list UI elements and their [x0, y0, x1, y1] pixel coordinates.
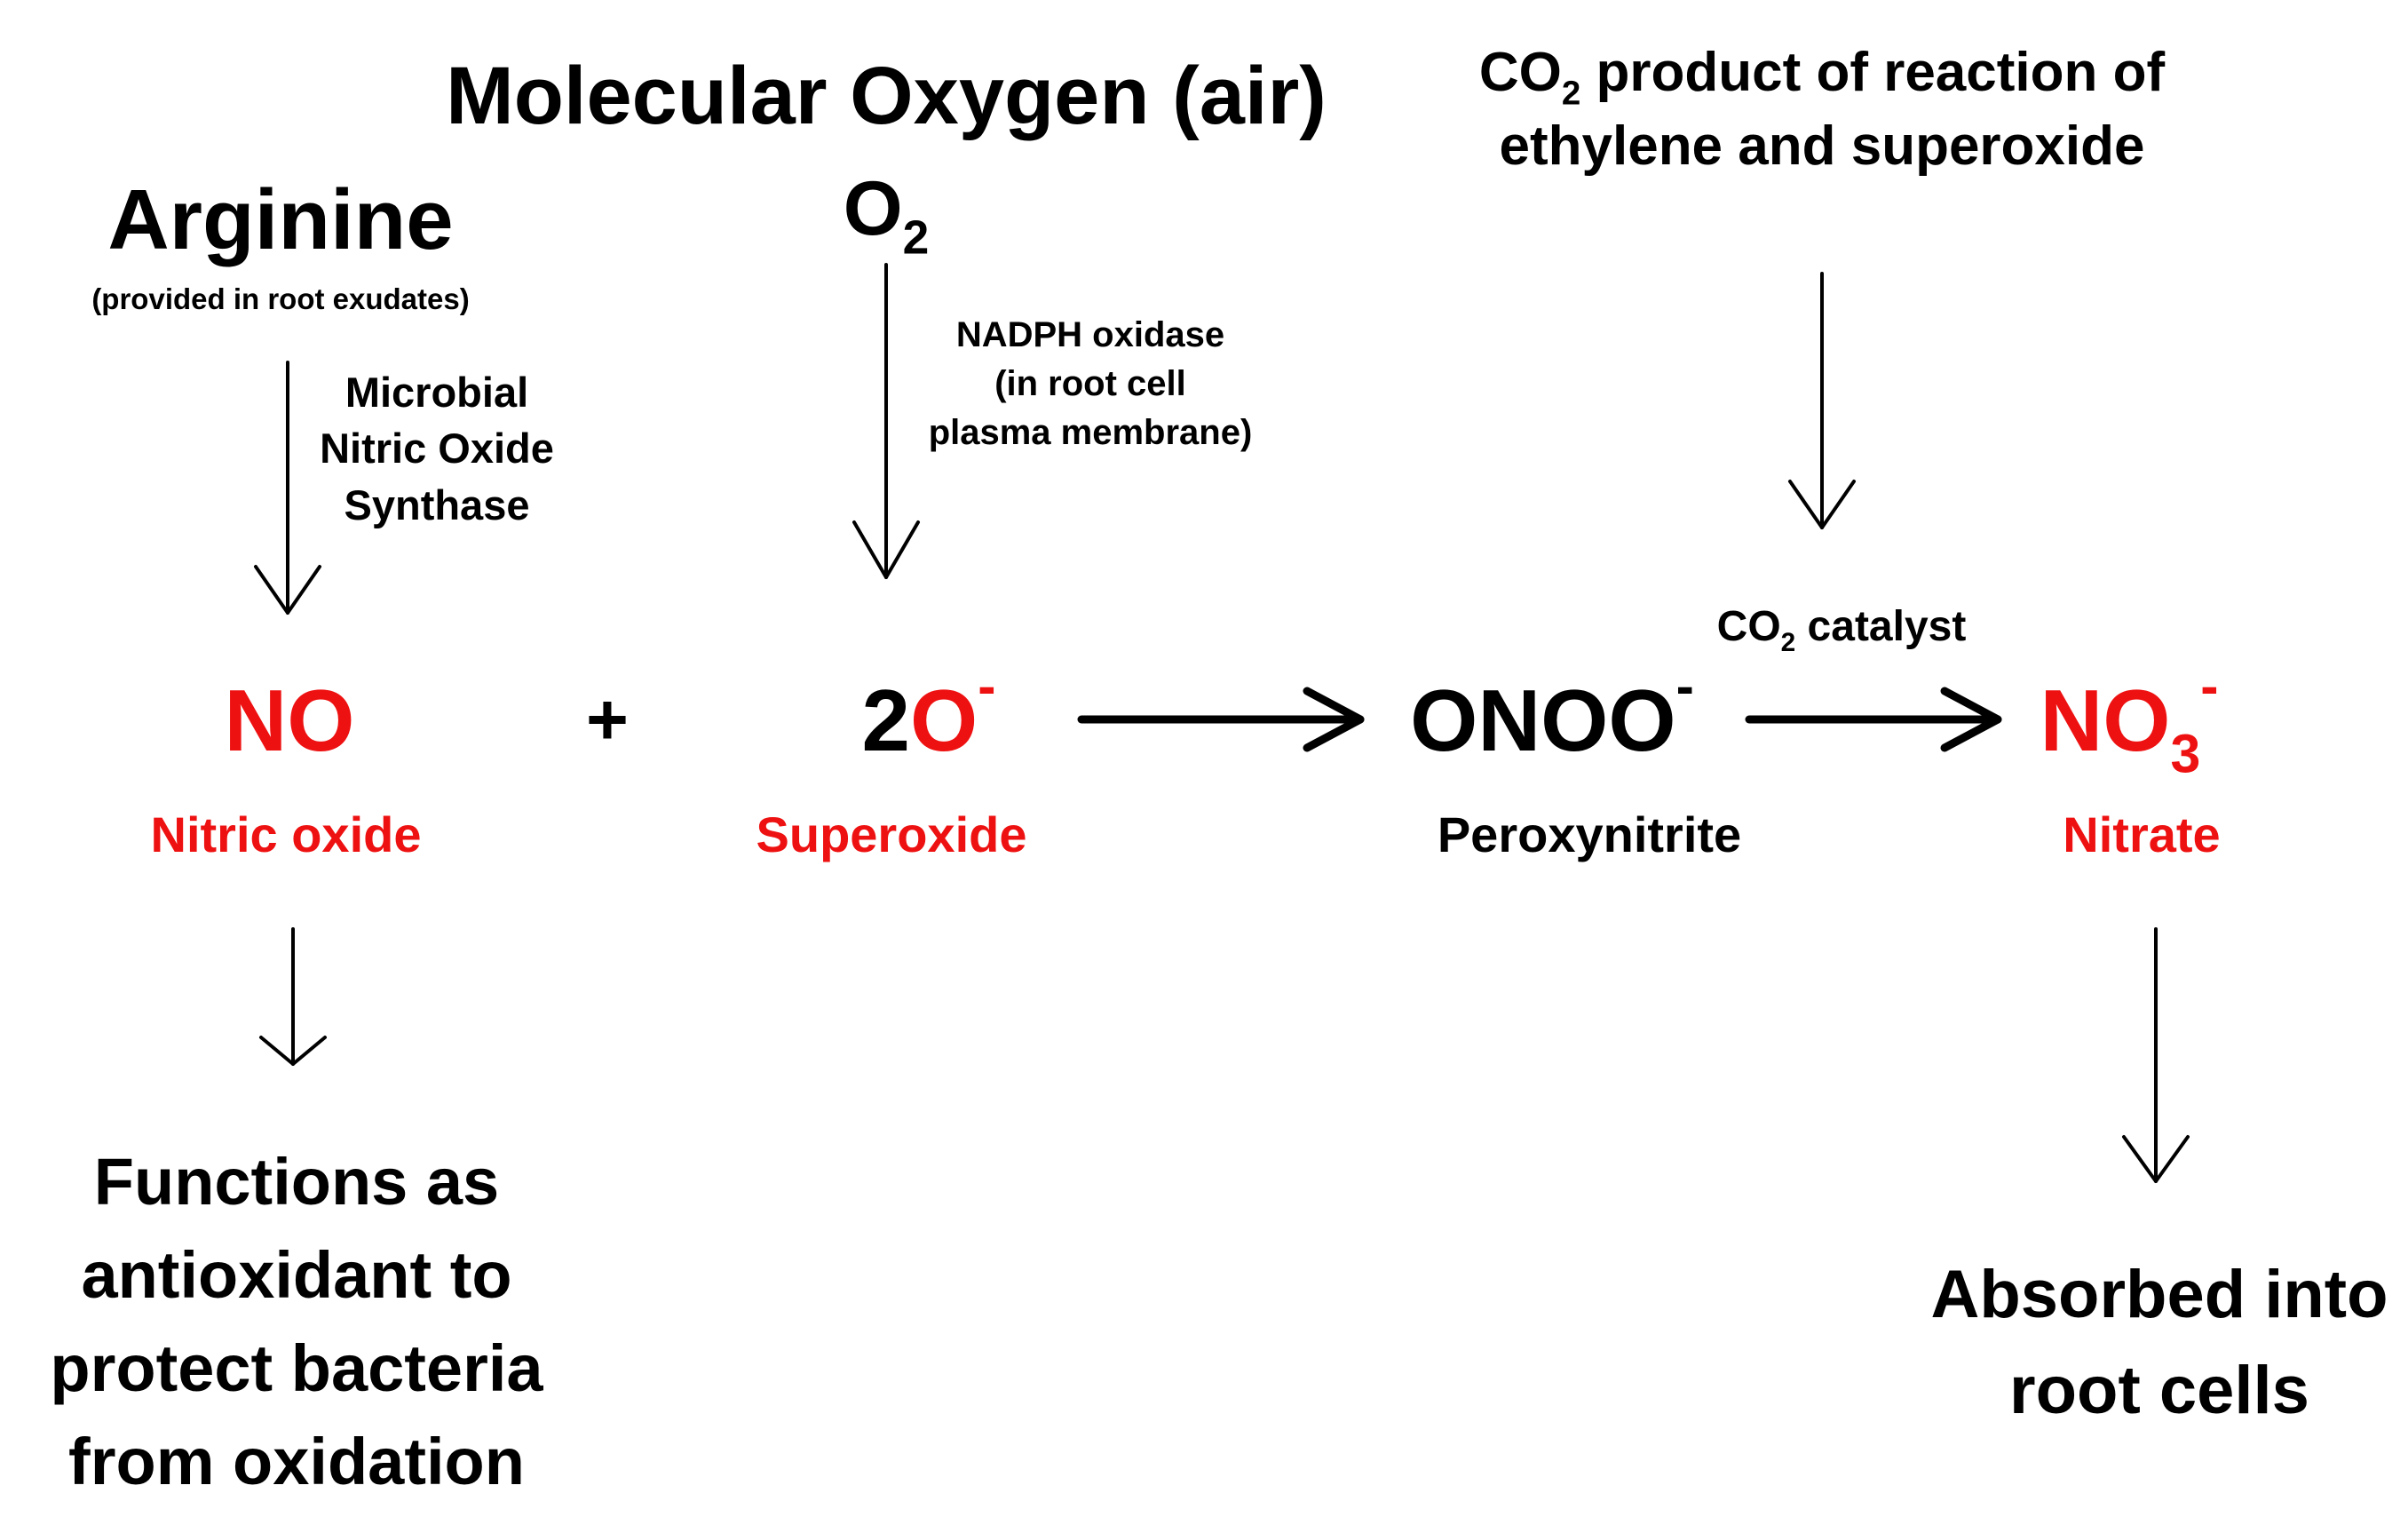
arrow-no-to-outcome — [259, 927, 327, 1066]
outcome-line: protect bacteria — [50, 1331, 543, 1406]
co2-catalyst-prefix: CO — [1716, 603, 1781, 650]
nitrate-outcome: Absorbed into root cells — [1884, 1247, 2408, 1439]
co2-source-prefix: CO — [1478, 42, 1562, 103]
outcome-line: root cells — [2009, 1352, 2309, 1428]
oxygen-subscript: 2 — [902, 211, 930, 265]
arginine-note: (provided in root exudates) — [91, 282, 470, 315]
peroxynitrite-name: Peroxynitrite — [1437, 806, 1742, 862]
superoxide-formula: 2O- — [862, 659, 996, 764]
nadph-oxidase-label: NADPH oxidase (in root cell plasma membr… — [868, 311, 1312, 458]
nadph-oxidase-line: (in root cell — [994, 364, 1186, 404]
co2-source-subscript: 2 — [1561, 74, 1581, 113]
outcome-line: from oxidation — [68, 1425, 525, 1499]
co2-source-line2: ethylene and superoxide — [1499, 115, 2145, 178]
diagram-title: Molecular Oxygen (air) — [446, 51, 1327, 141]
co2-source-line1: product of reaction of — [1580, 42, 2166, 103]
nadph-oxidase-line: NADPH oxidase — [955, 315, 1225, 354]
outcome-line: antioxidant to — [81, 1238, 512, 1313]
nitrate-name: Nitrate — [2063, 806, 2221, 862]
nitrate-subscript: 3 — [2170, 723, 2201, 784]
co2-catalyst-label: CO2 catalyst — [1716, 603, 1967, 656]
superoxide-name: Superoxide — [756, 806, 1027, 862]
peroxynitrite-formula: ONOO- — [1410, 659, 1694, 764]
peroxynitrite-charge: - — [1675, 655, 1694, 717]
superoxide-charge: - — [978, 655, 996, 717]
arrow-co2-to-catalyst — [1788, 272, 1856, 529]
nitrate-charge: - — [2200, 655, 2219, 717]
co2-catalyst-subscript: 2 — [1780, 627, 1796, 657]
outcome-line: Absorbed into — [1930, 1257, 2388, 1332]
nitric-oxide-outcome: Functions as antioxidant to protect bact… — [0, 1135, 634, 1508]
superoxide-coefficient: 2 — [861, 671, 911, 769]
arginine-label: Arginine — [107, 172, 454, 267]
superoxide-symbol: O — [910, 671, 978, 769]
arrow-superoxide-to-peroxynitrite — [1077, 687, 1365, 752]
microbial-nos-line: Nitric Oxide — [320, 425, 554, 473]
nitrate-formula: NO3- — [2040, 659, 2218, 781]
microbial-nos-label: Microbial Nitric Oxide Synthase — [277, 364, 597, 533]
nitric-oxide-formula: NO — [224, 671, 355, 769]
co2-catalyst-rest: catalyst — [1795, 603, 1967, 650]
nadph-oxidase-line: plasma membrane) — [928, 413, 1253, 453]
arrow-nitrate-to-outcome — [2122, 927, 2190, 1183]
microbial-nos-line: Synthase — [344, 481, 530, 528]
co2-source-label: CO2 product of reaction of ethylene and … — [1422, 36, 2222, 183]
nitric-oxide-name: Nitric oxide — [150, 806, 422, 862]
microbial-nos-line: Microbial — [345, 369, 529, 416]
oxygen-formula: O2 — [844, 171, 930, 261]
oxygen-symbol: O — [843, 166, 903, 251]
outcome-line: Functions as — [93, 1145, 500, 1219]
plus-sign: + — [586, 679, 629, 760]
arrow-peroxynitrite-to-nitrate — [1745, 687, 2002, 752]
nitrate-symbol: NO — [2040, 671, 2171, 769]
peroxynitrite-symbol: ONOO — [1410, 671, 1676, 769]
